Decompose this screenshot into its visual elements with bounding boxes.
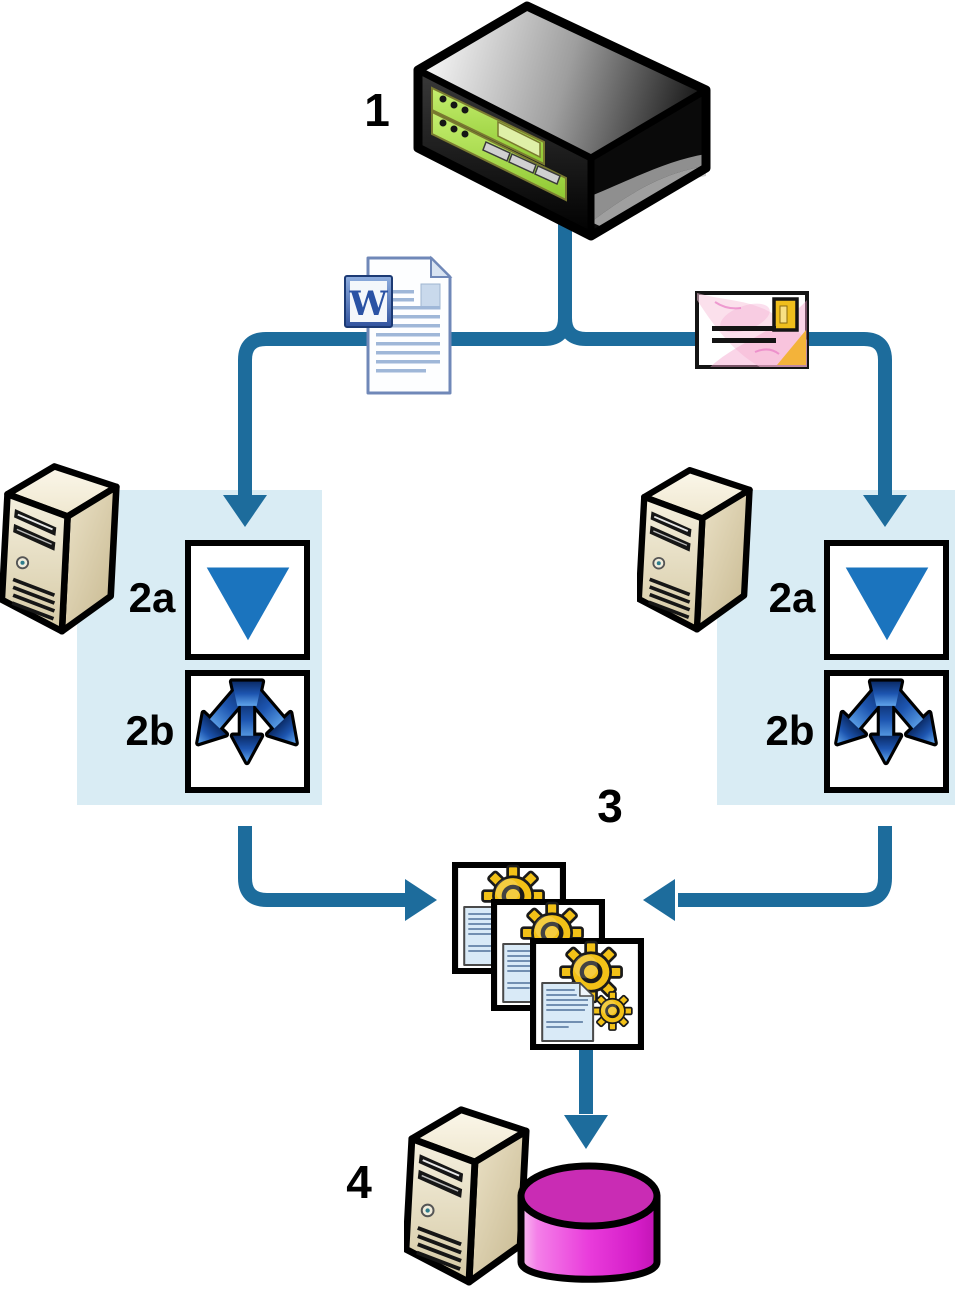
server-tower-left-icon bbox=[2, 466, 116, 631]
word-document-icon: W bbox=[344, 255, 453, 395]
svg-text:W: W bbox=[348, 284, 388, 324]
arrow-left-to-stack bbox=[238, 826, 408, 907]
step3-label: 3 bbox=[597, 780, 623, 832]
step2a-left-label: 2a bbox=[128, 574, 176, 621]
split-box-left bbox=[185, 670, 310, 793]
envelope-icon bbox=[695, 291, 809, 369]
network-appliance-icon bbox=[413, 1, 711, 241]
server-tower-bottom-icon bbox=[406, 1110, 526, 1282]
split-box-right bbox=[824, 670, 949, 793]
step1-label: 1 bbox=[364, 84, 390, 136]
document-gears-icon bbox=[533, 941, 641, 1047]
appliance-front-panels bbox=[431, 86, 567, 202]
download-box-left bbox=[185, 540, 310, 660]
step4-label: 4 bbox=[346, 1156, 372, 1208]
database-cylinder-icon bbox=[517, 1162, 661, 1283]
step2b-right-label: 2b bbox=[765, 707, 815, 754]
server-tower-right-icon bbox=[639, 470, 750, 629]
documents-stack bbox=[455, 865, 641, 1047]
arrow-right-to-stack bbox=[678, 826, 892, 907]
arrow-heads bbox=[223, 495, 907, 1149]
step2a-right-label: 2a bbox=[768, 574, 816, 621]
download-box-right bbox=[824, 540, 949, 660]
step2b-left-label: 2b bbox=[125, 707, 175, 754]
